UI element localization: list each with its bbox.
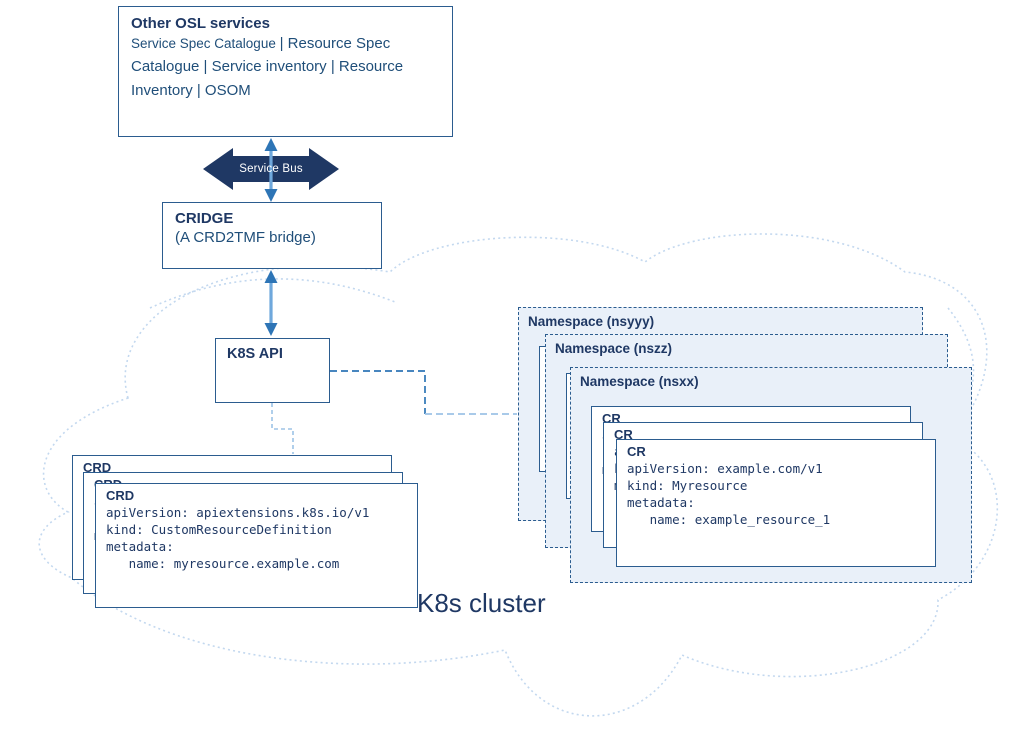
cr-line: kind: Myresource: [627, 478, 748, 493]
namespace-label-nszz: Namespace (nszz): [555, 341, 673, 356]
crd-card-front: CRD apiVersion: apiextensions.k8s.io/v1 …: [95, 483, 418, 608]
crd-card-title: CRD: [106, 488, 135, 503]
osl-services-box: Other OSL services Service Spec Catalogu…: [118, 6, 453, 137]
crd-line: metadata:: [106, 539, 174, 554]
namespace-label-nsxx: Namespace (nsxx): [580, 374, 699, 389]
cr-card-title: CR: [614, 427, 633, 442]
k8s-api-box: K8S API: [215, 338, 330, 403]
cr-card-front: CR apiVersion: example.com/v1 kind: Myre…: [616, 439, 936, 567]
osl-services-title: Other OSL services: [131, 15, 270, 32]
crd-line: name: myresource.example.com: [106, 556, 340, 571]
namespace-box-nsxx: Namespace (nsxx) CR apiVersion: example.…: [570, 367, 972, 583]
k8s-api-title: K8S API: [227, 346, 283, 362]
osl-body-prefix: Service Spec Catalogue: [131, 36, 280, 51]
k8s-cluster-label: K8s cluster: [417, 588, 546, 618]
cridge-box: CRIDGE (A CRD2TMF bridge): [162, 202, 382, 269]
connector-k8sapi-to-namespaces: [330, 370, 517, 415]
crd-line: kind: CustomResourceDefinition: [106, 522, 332, 537]
arrow-osl-cridge: [264, 138, 278, 202]
namespace-label-nsyyy: Namespace (nsyyy): [528, 314, 655, 329]
cr-line: name: example_resource_1: [627, 512, 831, 527]
cr-card-title: CR: [627, 444, 646, 459]
osl-body-rest: | Resource Spec Catalogue | Service inve…: [131, 35, 404, 99]
cridge-subtitle: (A CRD2TMF bridge): [175, 229, 316, 246]
crd-line: apiVersion: apiextensions.k8s.io/v1: [106, 505, 370, 520]
osl-services-list: Service Spec Catalogue | Resource Spec C…: [131, 32, 416, 102]
cridge-title: CRIDGE: [175, 210, 234, 227]
connector-k8sapi-to-crds: [271, 403, 294, 454]
cr-line: apiVersion: example.com/v1: [627, 461, 823, 476]
service-bus-label: Service Bus: [239, 163, 303, 175]
arrow-cridge-k8sapi: [264, 270, 278, 336]
crd-card-title: CRD: [83, 460, 112, 475]
cr-line: metadata:: [627, 495, 695, 510]
